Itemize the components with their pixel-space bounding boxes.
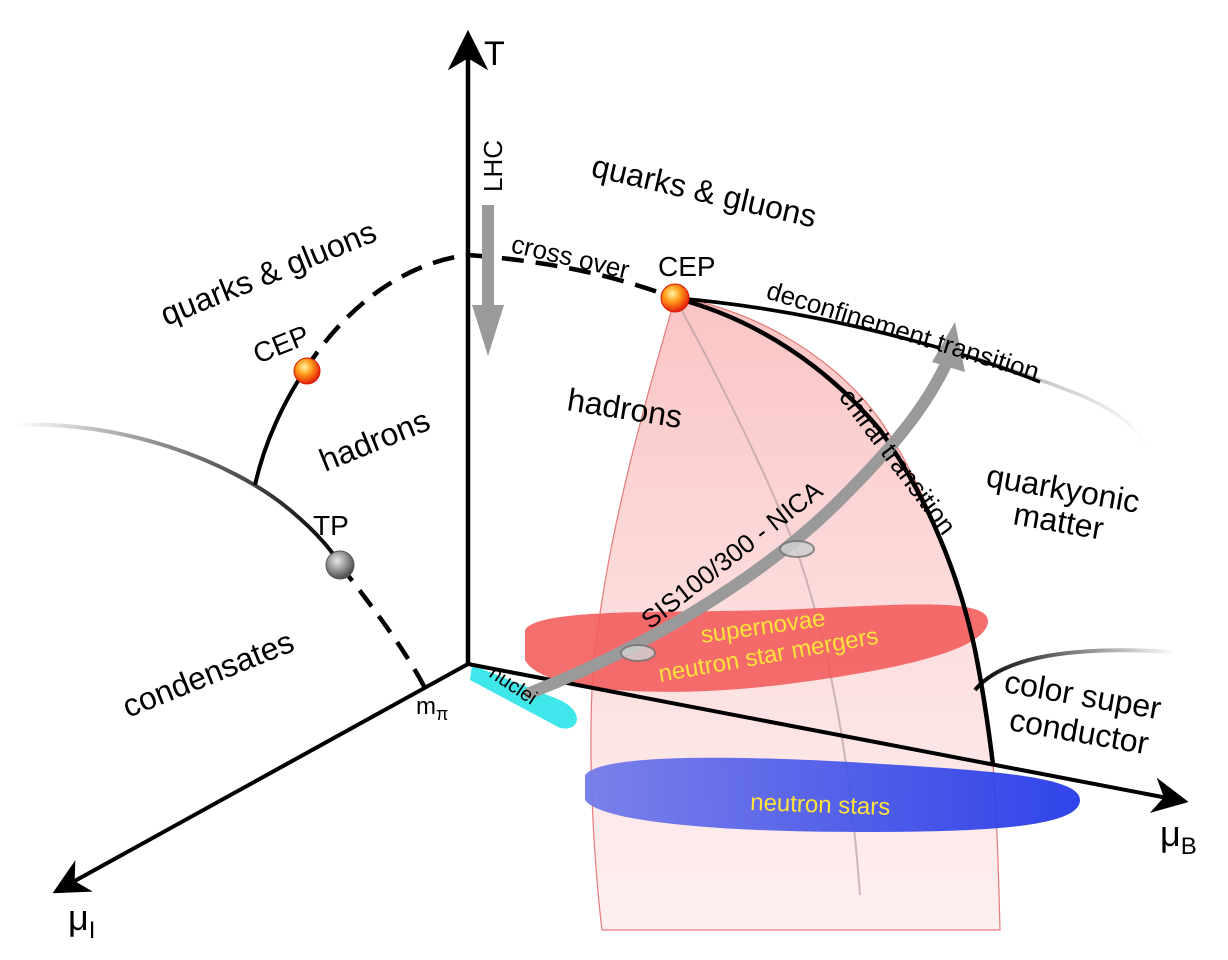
sis-marker-1 (620, 644, 656, 662)
condensates-label: condensates (117, 623, 299, 724)
hadrons-left: hadrons (314, 402, 435, 479)
quarks-gluons-right: quarks & gluons (588, 148, 820, 235)
mu-b-symbol: μ (1160, 813, 1181, 854)
mu-b-sub: B (1181, 833, 1197, 860)
mu-i-axis-label: μI (68, 897, 95, 944)
cep-right-label: CEP (658, 251, 716, 282)
cross-over-label: cross over (509, 229, 633, 285)
mu-i-sub: I (89, 917, 96, 944)
nuclei-blob (470, 665, 577, 729)
t-axis-label: T (484, 35, 505, 73)
mu-b-axis (467, 662, 1189, 813)
supernovae-band (525, 604, 989, 692)
sis-nica-trajectory[interactable] (524, 354, 954, 699)
sis-marker-2 (779, 540, 815, 558)
tp-point[interactable] (325, 550, 355, 580)
tp-label: TP (313, 510, 349, 541)
chiral-line (674, 295, 996, 766)
right-crossover-dashed (467, 252, 676, 301)
lhc-label: LHC (478, 140, 508, 192)
csc-curve (973, 648, 1176, 692)
mu-i-symbol: μ (68, 897, 89, 938)
m-pi-symbol: m (416, 693, 436, 720)
cep-left-point[interactable] (293, 357, 321, 385)
left-phase-boundary (253, 368, 307, 486)
neutron-stars-label: neutron stars (750, 789, 891, 821)
m-pi-label: mπ (416, 693, 448, 724)
neutron-stars-band (585, 757, 1080, 832)
sis-nica-arrowhead (932, 322, 965, 372)
lhc-arrowhead (472, 305, 504, 356)
condensate-curve (14, 422, 342, 566)
mu-i-axis (52, 662, 469, 894)
tp-dashed (338, 563, 427, 690)
left-crossover-dashed (303, 252, 469, 372)
cep-right-point[interactable] (660, 283, 690, 313)
mu-b-axis-label: μB (1160, 813, 1197, 860)
m-pi-sub: π (436, 704, 448, 724)
lhc-arrow-shaft (482, 205, 494, 315)
deconfinement-line-core (674, 296, 1041, 384)
